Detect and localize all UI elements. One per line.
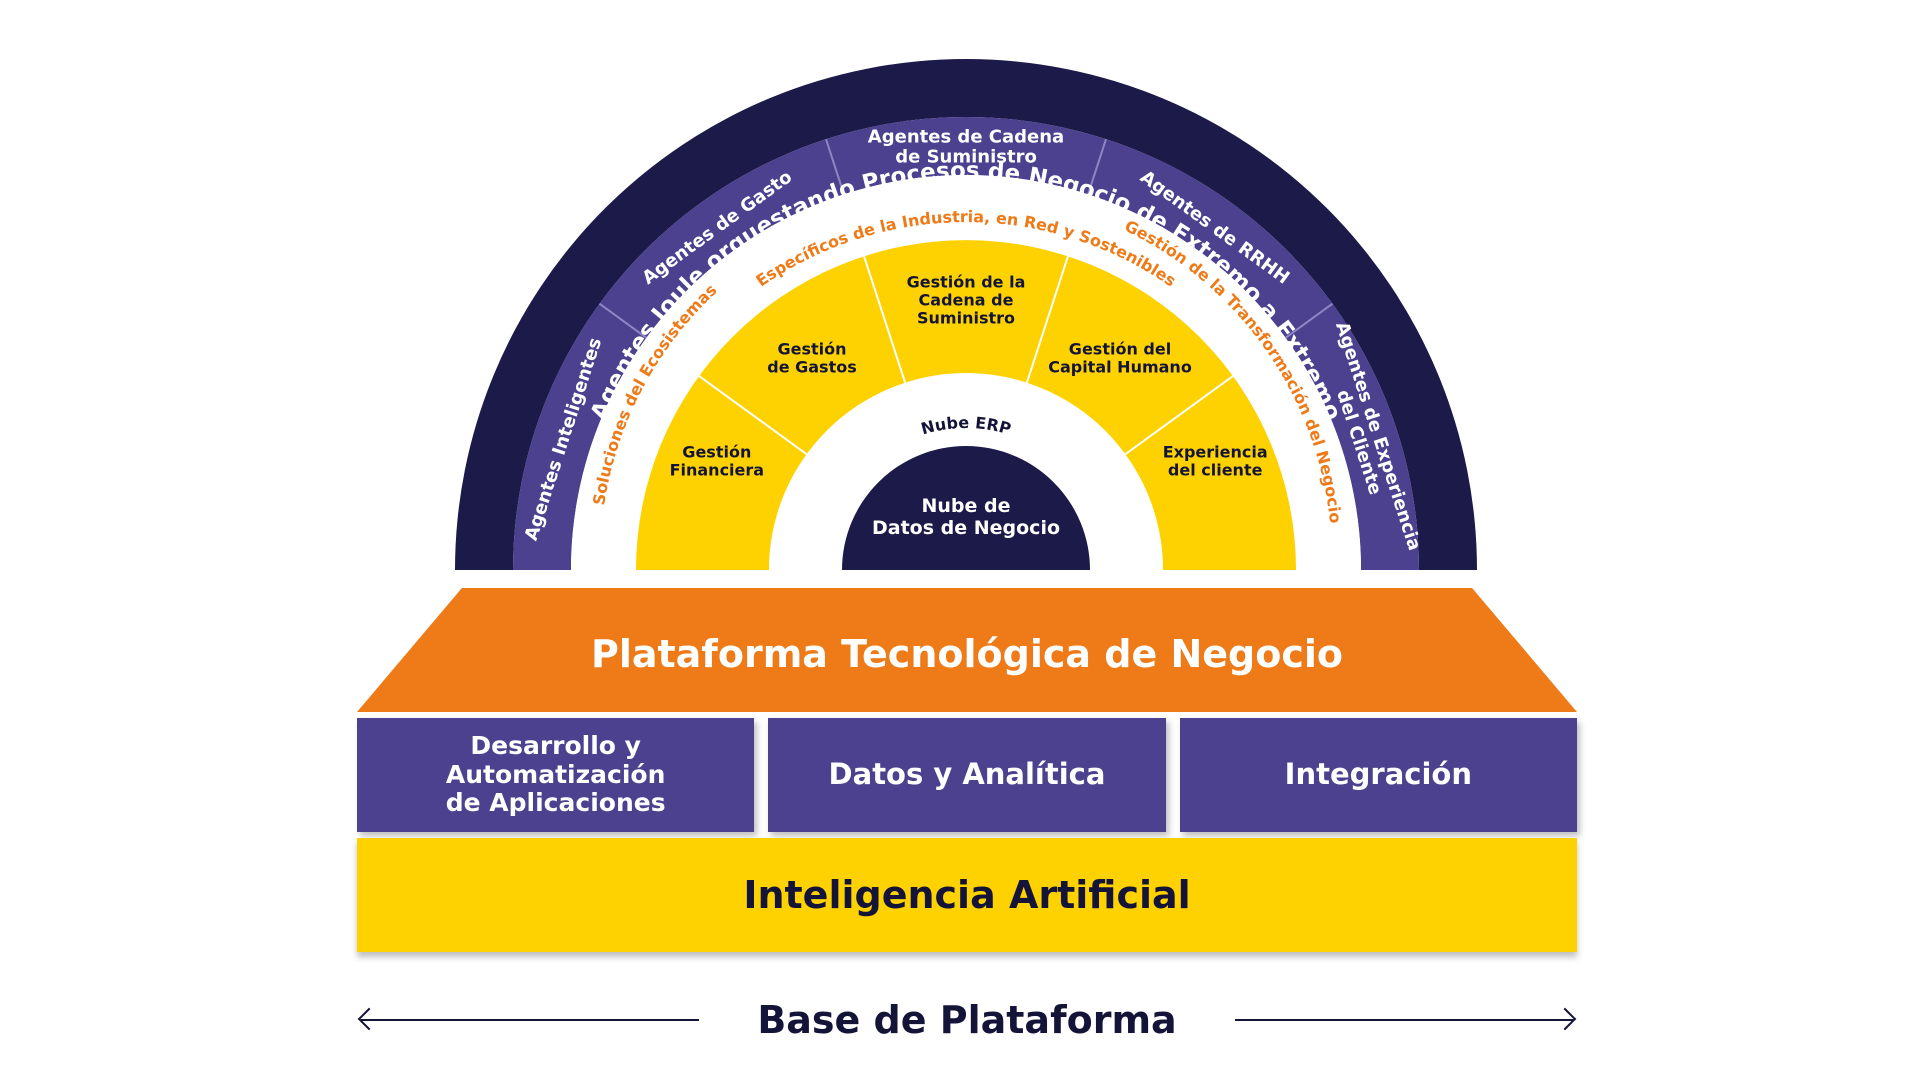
platform-pillars: Desarrollo y Automatización de Aplicacio… bbox=[357, 718, 1577, 832]
pillar-app-development: Desarrollo y Automatización de Aplicacio… bbox=[357, 718, 755, 832]
agent-divider bbox=[1284, 302, 1334, 339]
base-label: Base de Plataforma bbox=[757, 998, 1177, 1042]
pillar-label: Integración bbox=[1284, 757, 1472, 792]
management-divider bbox=[1025, 255, 1069, 383]
agent-divider bbox=[598, 302, 648, 339]
platform-roof: Plataforma Tecnológica de Negocio bbox=[357, 588, 1577, 712]
core-semicircle bbox=[842, 446, 1090, 570]
arch-diagram: Agentes Joule orquestando Procesos de Ne… bbox=[455, 59, 1477, 570]
pillar-label: Datos y Analítica bbox=[828, 757, 1106, 792]
management-ring bbox=[636, 240, 1296, 570]
platform-title: Plataforma Tecnológica de Negocio bbox=[590, 632, 1343, 676]
pillar-data-analytics: Datos y Analítica bbox=[768, 718, 1166, 832]
agent-dividers bbox=[598, 138, 1334, 339]
pillar-label: Desarrollo y Automatización de Aplicacio… bbox=[445, 730, 666, 818]
agent-divider bbox=[1087, 138, 1107, 195]
management-dividers bbox=[698, 255, 1234, 456]
right-arrow-line bbox=[1235, 1019, 1573, 1021]
agent-divider bbox=[825, 138, 845, 195]
management-divider bbox=[863, 255, 907, 383]
outer-band bbox=[455, 59, 1477, 570]
agents-ring bbox=[513, 117, 1419, 570]
ai-foundation-label: Inteligencia Artificial bbox=[743, 873, 1191, 917]
erp-ring bbox=[769, 373, 1163, 570]
solutions-band bbox=[571, 175, 1361, 570]
platform-base: Base de Plataforma bbox=[357, 990, 1577, 1050]
management-divider bbox=[698, 375, 808, 456]
pillar-integration: Integración bbox=[1179, 718, 1577, 832]
management-divider bbox=[1124, 375, 1234, 456]
ai-foundation: Inteligencia Artificial bbox=[357, 838, 1577, 952]
left-arrow-line bbox=[361, 1019, 699, 1021]
